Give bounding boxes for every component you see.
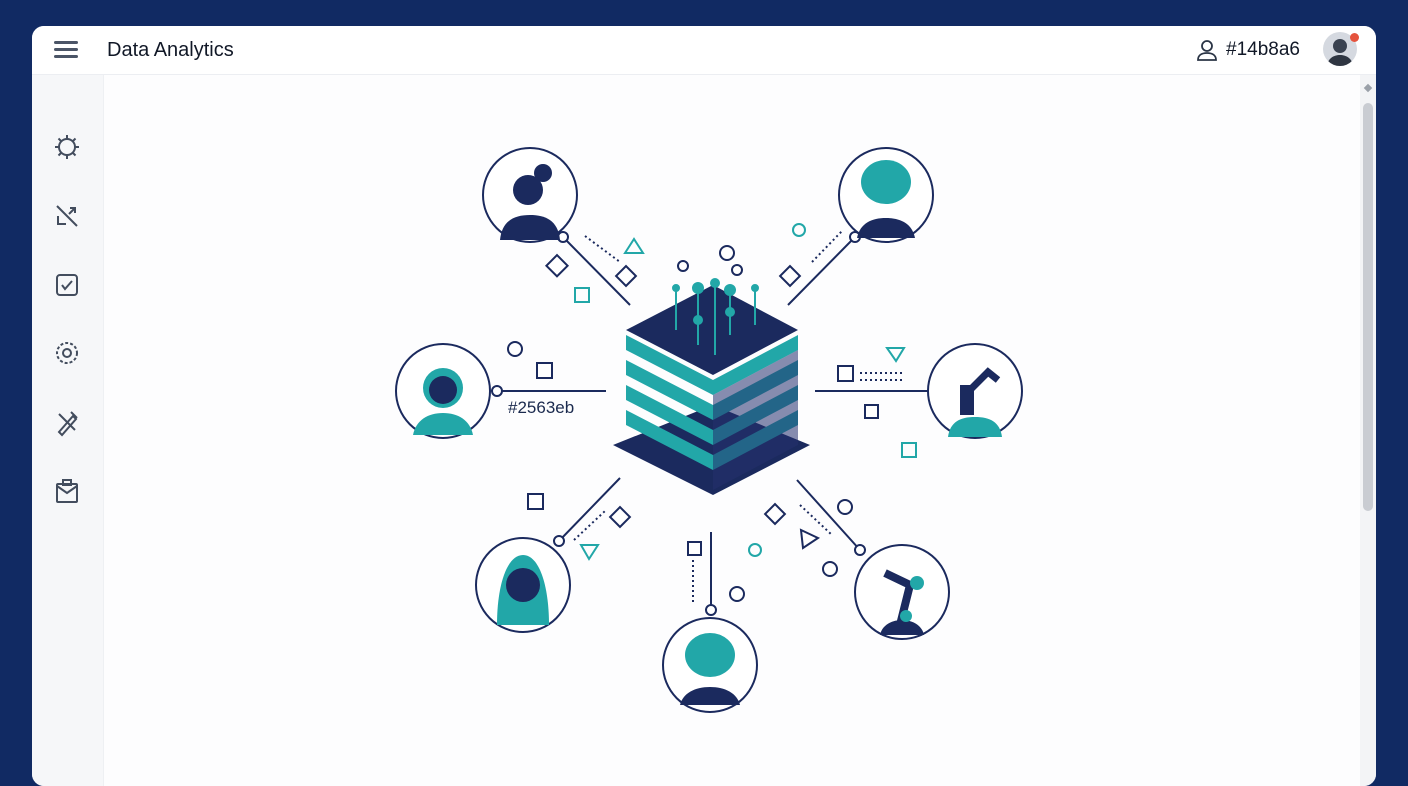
- settings-dotted-icon: [56, 342, 78, 364]
- pen-tool-icon: [57, 411, 78, 437]
- header: Data Analytics #14b8a6: [32, 26, 1376, 75]
- sidebar-item-settings[interactable]: [52, 132, 82, 162]
- page-title: Data Analytics: [107, 39, 234, 61]
- menu-icon[interactable]: [54, 41, 78, 59]
- clipboard-icon: [56, 479, 78, 503]
- user-menu[interactable]: #14b8a6: [1196, 39, 1300, 61]
- network-illustration: [395, 147, 1023, 713]
- sidebar-item-config[interactable]: [52, 338, 82, 368]
- user-icon: [1197, 40, 1217, 61]
- gear-icon: [55, 135, 79, 159]
- share-off-icon: [56, 205, 78, 227]
- scrollbar[interactable]: [1360, 75, 1376, 786]
- checkbox-icon: [56, 274, 78, 296]
- sidebar-item-clipboard[interactable]: [52, 476, 82, 506]
- scroll-thumb[interactable]: [1363, 103, 1373, 511]
- sidebar-item-tools[interactable]: [52, 407, 82, 437]
- user-label: #14b8a6: [1226, 39, 1300, 60]
- notification-dot: [1350, 33, 1359, 42]
- sidebar: [32, 75, 104, 786]
- avatar[interactable]: [1323, 32, 1357, 66]
- sidebar-item-tasks[interactable]: [52, 270, 82, 300]
- illustration-label: #2563eb: [508, 398, 575, 417]
- sidebar-item-share[interactable]: [52, 201, 82, 231]
- app-window: Data Analytics #14b8a6: [32, 26, 1376, 786]
